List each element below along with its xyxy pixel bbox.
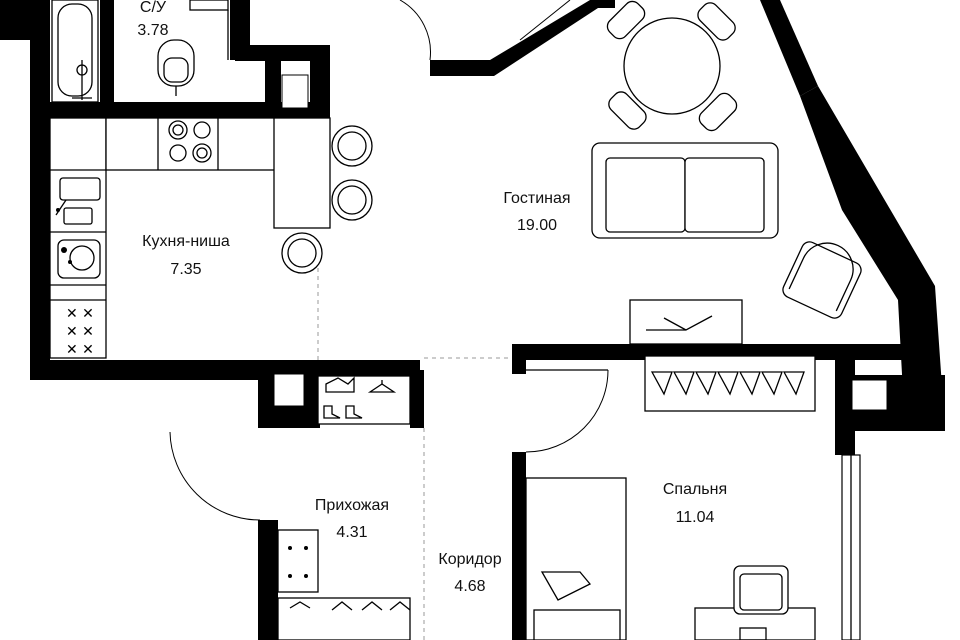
room-dividers	[317, 260, 512, 640]
room-name: Кухня-ниша	[142, 233, 230, 250]
sink-icon	[189, 0, 229, 60]
room-label-hallway: Прихожая 4.31	[315, 497, 389, 541]
room-label-kitchen: Кухня-ниша 7.35	[142, 233, 230, 278]
cabinet-hall	[277, 529, 319, 593]
room-label-bedroom: Спальня 11.04	[663, 481, 727, 526]
cooktop-icon: ✕ ✕ ✕ ✕ ✕ ✕	[66, 306, 94, 358]
tv-stand-icon	[629, 299, 743, 345]
room-area: 11.04	[676, 509, 715, 526]
dishwasher-icon	[57, 239, 101, 279]
window-bedroom	[841, 454, 861, 640]
room-name: Спальня	[663, 481, 727, 498]
shaft-cutout-2	[273, 373, 305, 407]
svg-text:✕ ✕: ✕ ✕	[66, 324, 94, 340]
svg-text:✕ ✕: ✕ ✕	[66, 306, 94, 322]
dining-table-icon	[606, 0, 738, 132]
toilet-icon	[157, 39, 195, 96]
wardrobe-icon	[277, 597, 411, 640]
room-label-corridor: Коридор 4.68	[438, 551, 501, 595]
room-label-living: Гостиная 19.00	[503, 190, 570, 234]
room-area: 3.78	[137, 22, 168, 39]
shaft-cutout	[281, 74, 309, 109]
bed-icon	[525, 477, 627, 640]
doors	[169, 0, 609, 521]
armchair-icon	[782, 241, 862, 319]
room-area: 7.35	[170, 261, 201, 278]
desk-icon	[694, 565, 816, 640]
room-area: 4.68	[454, 578, 485, 595]
column-cutout	[851, 379, 888, 411]
kitchen-counter	[49, 117, 331, 359]
bar-stools	[281, 125, 373, 274]
window-living	[763, 0, 809, 93]
sofa-icon	[591, 142, 779, 239]
sink-icon-kitchen	[55, 177, 101, 225]
shoe-rack-icon	[317, 375, 411, 425]
room-area: 19.00	[517, 217, 557, 234]
bathtub-icon	[51, 0, 99, 103]
room-label-bathroom: С/У 3.78	[137, 0, 168, 39]
room-area: 4.31	[336, 524, 367, 541]
room-name: Гостиная	[503, 190, 570, 207]
room-name: Прихожая	[315, 497, 389, 514]
room-name: Коридор	[438, 551, 501, 568]
stove-icon	[168, 120, 212, 163]
room-name: С/У	[140, 0, 167, 16]
svg-text:✕ ✕: ✕ ✕	[66, 342, 94, 358]
shoes-icon	[323, 405, 363, 419]
wardrobe-bedroom-icon	[644, 355, 816, 412]
